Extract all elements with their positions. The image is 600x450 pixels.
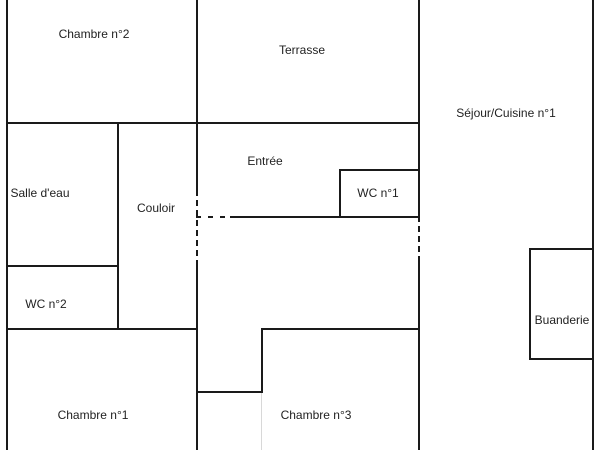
wall-v-196-top [196, 0, 198, 190]
wall-v-196-bottom [196, 260, 198, 450]
room-label-wc1: WC n°1 [357, 186, 399, 200]
room-label-sejour: Séjour/Cuisine n°1 [456, 106, 556, 120]
room-label-entree: Entrée [247, 154, 283, 168]
wall-v-117 [117, 122, 119, 329]
room-label-terrasse: Terrasse [278, 43, 326, 57]
wall-h-216 [230, 216, 420, 218]
chambre3-light-edge [261, 393, 262, 450]
buanderie-left [529, 248, 531, 360]
wc1-left [339, 169, 341, 218]
wall-right [592, 0, 594, 450]
wall-h-328-left [6, 328, 198, 330]
wall-h-265 [6, 265, 119, 267]
room-label-salle-eau: Salle d'eau [10, 186, 70, 200]
wc1-top [339, 169, 420, 171]
buanderie-bottom [529, 358, 594, 360]
room-label-chambre1: Chambre n°1 [57, 408, 129, 422]
wall-v-418-dashed [418, 216, 420, 261]
wall-left [6, 0, 8, 450]
room-label-couloir: Couloir [136, 201, 176, 215]
room-label-wc2: WC n°2 [25, 297, 67, 311]
room-label-chambre3: Chambre n°3 [280, 408, 352, 422]
wall-h-216-dashed [196, 216, 230, 218]
wall-v-418-bottom [418, 261, 420, 450]
wall-h-391 [196, 391, 263, 393]
room-label-chambre2: Chambre n°2 [58, 27, 130, 41]
wall-v-196-dashed [196, 190, 198, 260]
buanderie-top [529, 248, 594, 250]
wall-h-328-right [261, 328, 420, 330]
wall-v-261 [261, 328, 263, 393]
room-label-buanderie: Buanderie [534, 313, 590, 327]
wall-h-122 [6, 122, 420, 124]
wall-v-418-top [418, 0, 420, 216]
